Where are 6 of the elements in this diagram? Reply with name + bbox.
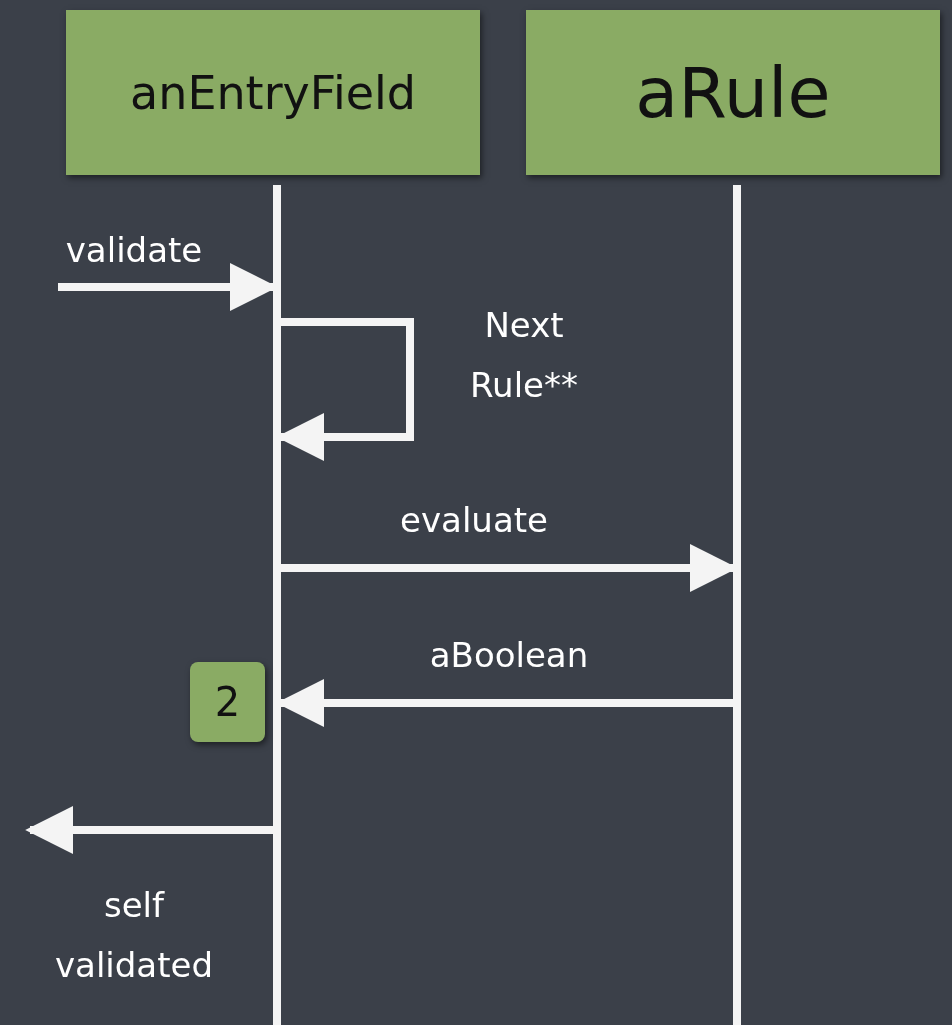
lifeline-header-box: aRule (526, 10, 940, 175)
lifeline (733, 185, 741, 1025)
step-number-badge: 2 (190, 662, 265, 742)
lifeline-header-box: anEntryField (66, 10, 480, 175)
lifeline (273, 185, 281, 1025)
message-arrow (25, 806, 273, 854)
